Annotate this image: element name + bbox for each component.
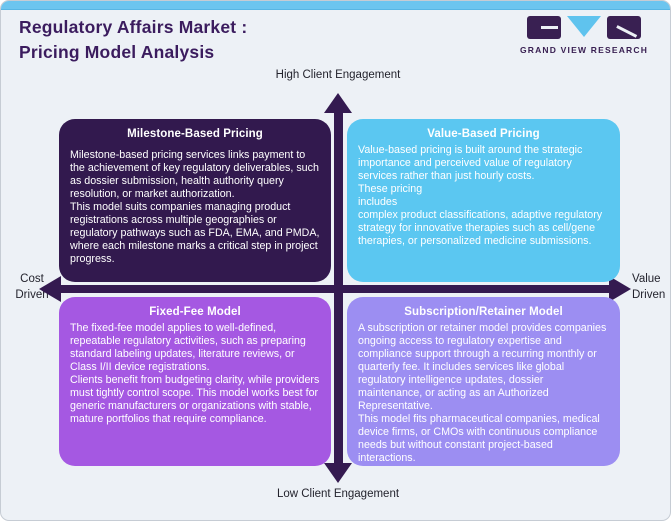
accent-strip [1, 1, 670, 10]
arrow-down-icon [324, 463, 352, 483]
quadrant-subscription-retainer-model: Subscription/Retainer Model A subscripti… [347, 297, 620, 466]
horizontal-axis-line [53, 285, 615, 293]
quadrant-title: Value-Based Pricing [427, 128, 540, 140]
gvr-r-icon [607, 16, 641, 39]
quadrant-title: Subscription/Retainer Model [404, 306, 563, 318]
axis-label-high-engagement: High Client Engagement [275, 69, 401, 81]
axis-label-value-driven: Value Driven [632, 273, 666, 301]
quadrant-fixed-fee-model: Fixed-Fee Model The fixed-fee model appl… [59, 297, 331, 466]
quadrant-title: Milestone-Based Pricing [127, 128, 263, 140]
gvr-v-icon [567, 16, 601, 37]
gvr-logo: GRAND VIEW RESEARCH [518, 16, 650, 55]
quadrant-body: The fixed-fee model applies to well-defi… [70, 322, 320, 425]
page-title: Regulatory Affairs Market : Pricing Mode… [19, 17, 248, 62]
quadrant-body: A subscription or retainer model provide… [358, 322, 607, 464]
arrow-right-icon [609, 276, 631, 302]
quadrant-milestone-based-pricing: Milestone-Based Pricing Milestone-based … [59, 119, 331, 282]
gvr-logo-glyphs [518, 16, 650, 40]
quadrant-title: Fixed-Fee Model [149, 306, 241, 318]
quadrant-body: Milestone-based pricing services links p… [70, 149, 320, 265]
quadrant-value-based-pricing: Value-Based Pricing Value-based pricing … [347, 119, 620, 282]
gvr-logo-text: GRAND VIEW RESEARCH [519, 45, 649, 55]
gvr-g-icon [527, 16, 561, 39]
axis-label-low-engagement: Low Client Engagement [276, 488, 400, 500]
quadrant-body: Value-based pricing is built around the … [358, 144, 603, 247]
arrow-up-icon [324, 93, 352, 113]
arrow-left-icon [39, 276, 61, 302]
